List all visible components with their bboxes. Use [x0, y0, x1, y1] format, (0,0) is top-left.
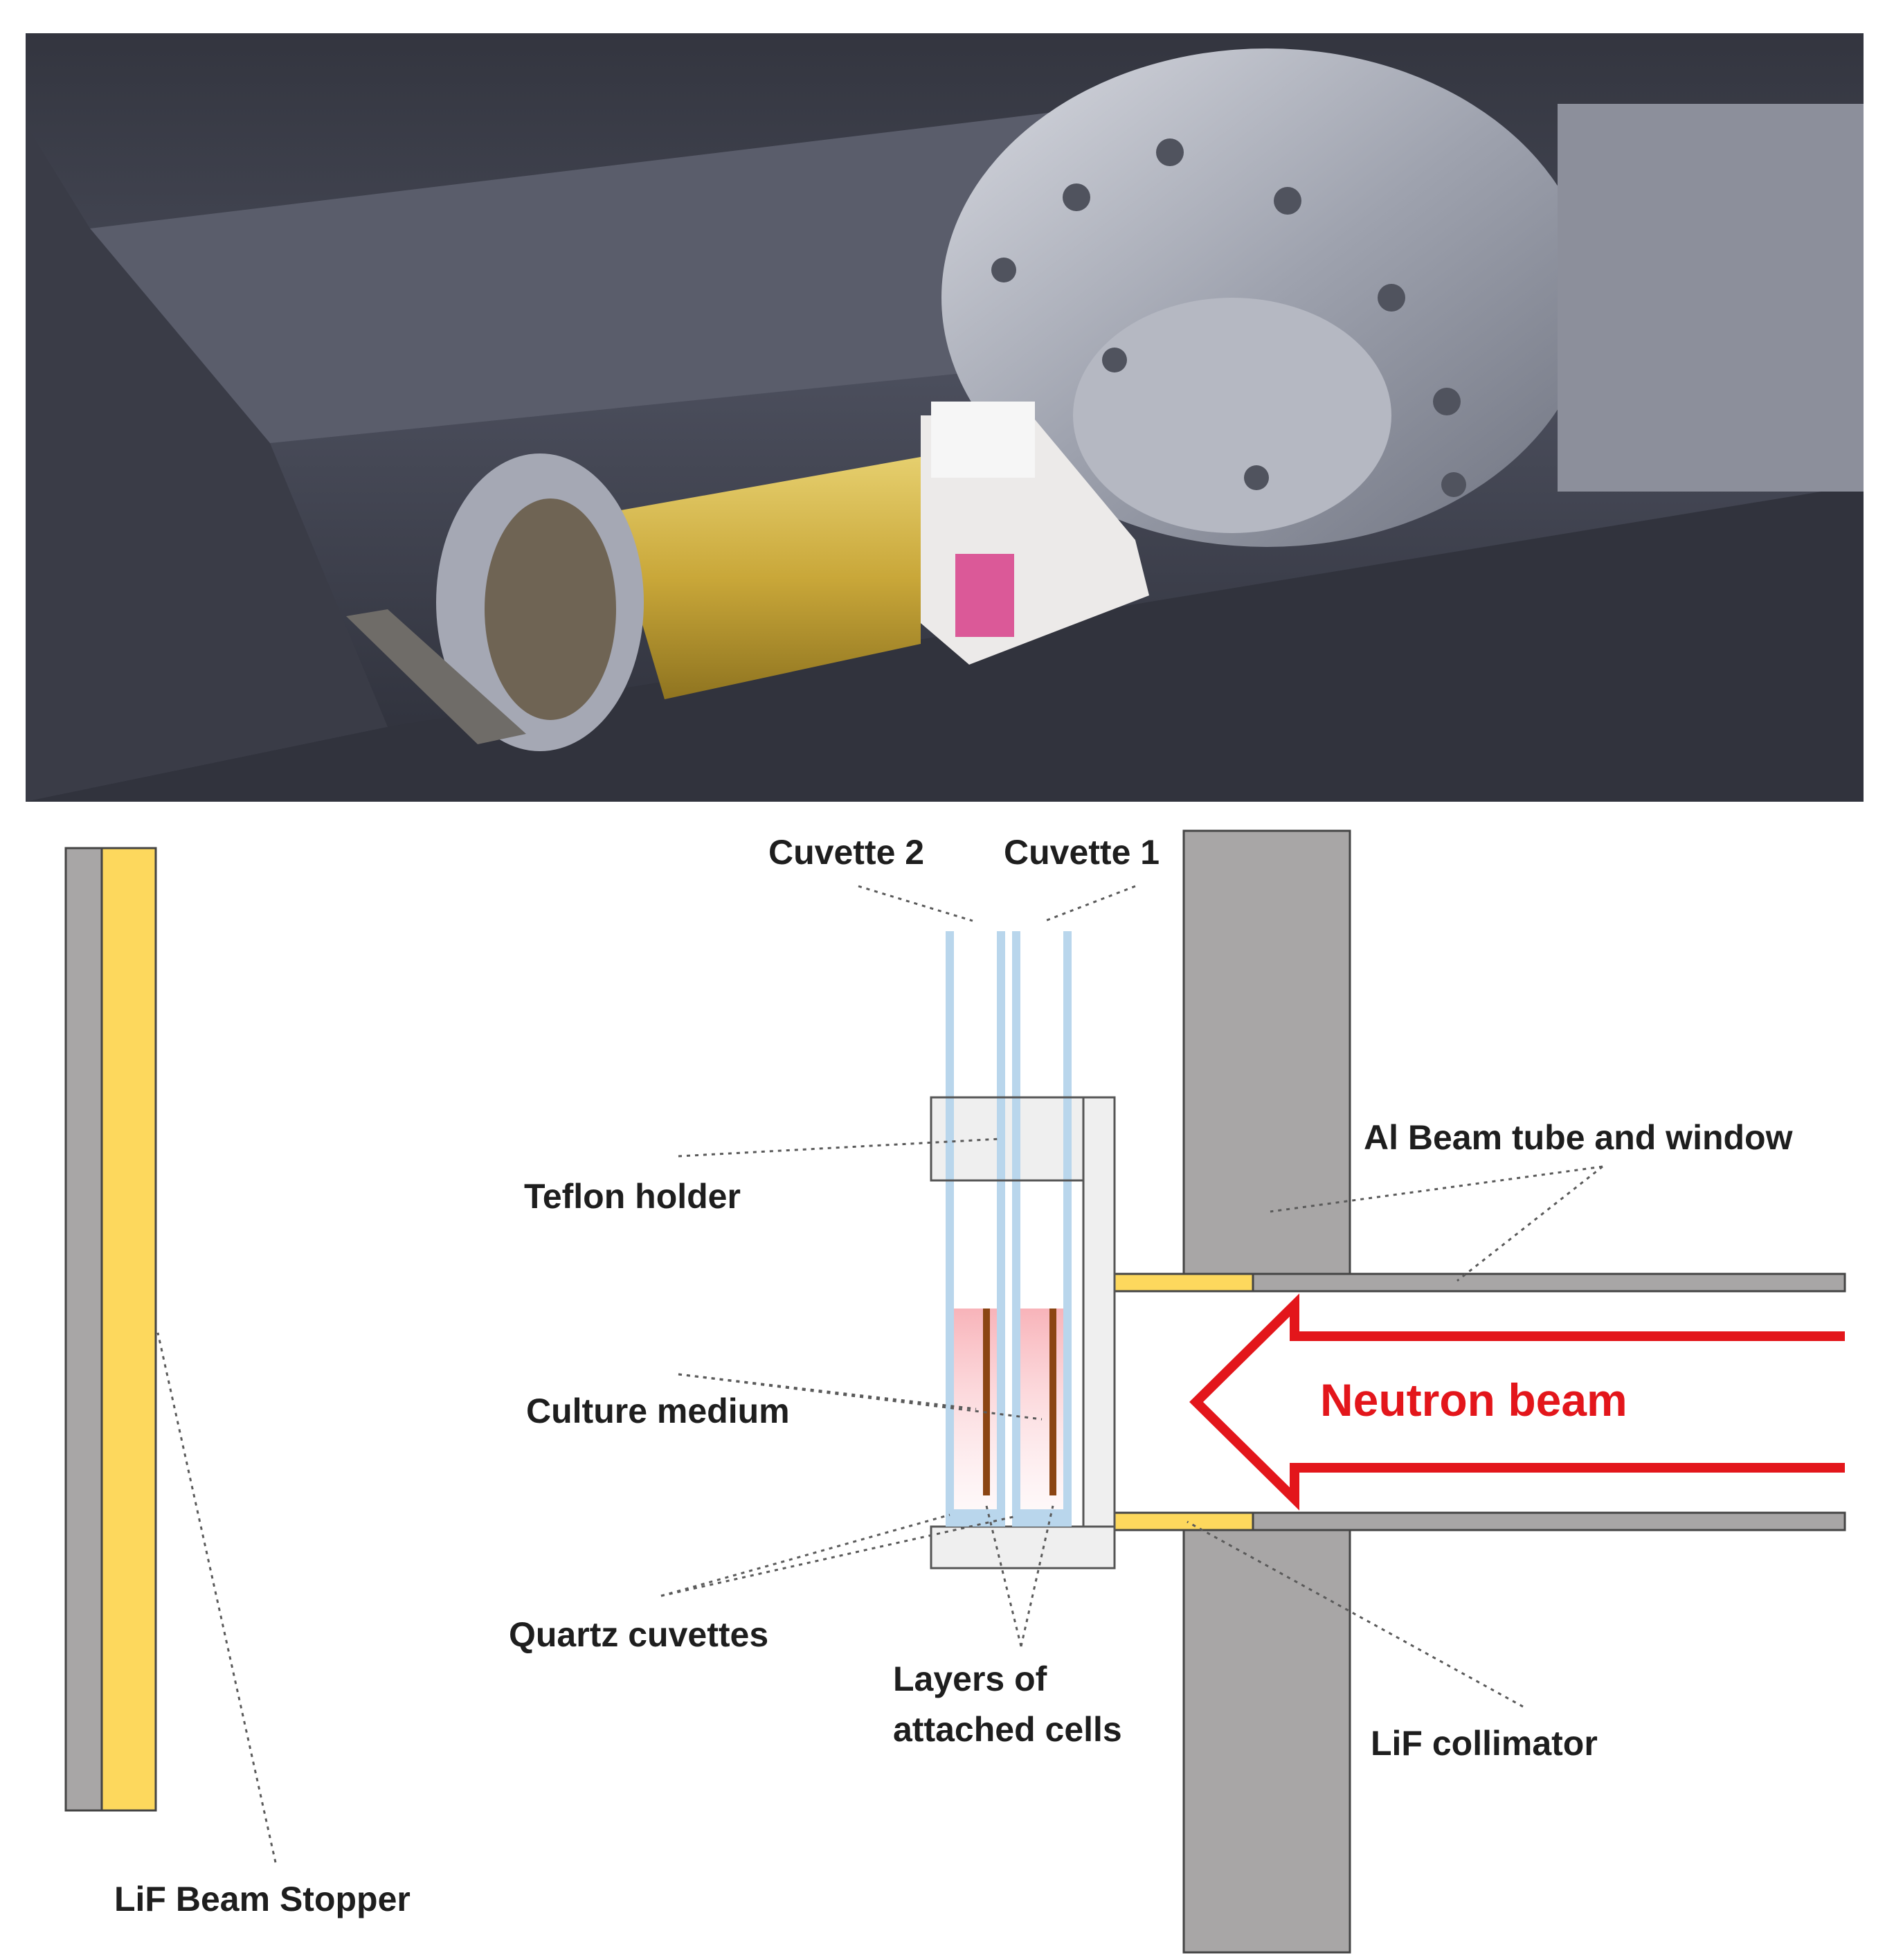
neutron-beam-arrow	[1189, 1293, 1845, 1511]
photo-flange-bolts	[991, 138, 1466, 497]
photo-back-block	[90, 107, 1094, 443]
leader-cuvette-1	[1045, 885, 1136, 922]
label-cuvette-2: Cuvette 2	[768, 833, 924, 872]
cuvette-2-wall-right	[997, 931, 1005, 1527]
label-cuvette-1: Cuvette 1	[1004, 833, 1160, 872]
cuvette-2-base	[946, 1509, 1005, 1527]
label-quartz-cuvettes: Quartz cuvettes	[509, 1615, 768, 1654]
label-neutron-beam: Neutron beam	[1320, 1374, 1627, 1426]
label-al-beam-tube: Al Beam tube and window	[1364, 1118, 1793, 1157]
label-teflon-holder: Teflon holder	[524, 1177, 741, 1216]
cuvette-2-cell-layer	[983, 1309, 990, 1495]
leader-cuvette-2	[858, 885, 973, 922]
leader-beam-stopper	[156, 1332, 277, 1863]
experimental-setup-photo	[26, 33, 1864, 802]
cuvette-1-wall-left	[1012, 931, 1020, 1527]
beam-stopper-lif-layer	[100, 847, 157, 1812]
teflon-holder-top-block	[930, 1096, 1085, 1182]
beam-tube-opening	[1087, 1291, 1845, 1513]
cuvette-2-wall-left	[946, 931, 954, 1527]
photo-stopper-ring-inner	[485, 498, 616, 720]
label-layers-line1: Layers of	[893, 1660, 1047, 1698]
photo-flange-inner	[1073, 298, 1391, 533]
beam-stopper-al-backing	[64, 847, 103, 1812]
label-lif-collimator: LiF collimator	[1371, 1724, 1598, 1763]
schematic-diagram: Cuvette 2 Cuvette 1 Al Beam tube and win…	[64, 829, 1846, 1954]
photo-pink-sample	[955, 554, 1014, 637]
tube-top-wall	[1252, 1273, 1846, 1293]
cuvette-2	[946, 931, 1005, 1527]
teflon-holder-bottom-block	[930, 1525, 1116, 1570]
leader-teflon-holder	[678, 1138, 1001, 1158]
label-layers-line2: attached cells	[893, 1710, 1122, 1749]
cuvette-1-wall-right	[1063, 931, 1072, 1527]
teflon-holder-top-outline	[930, 1096, 1085, 1182]
label-lif-beam-stopper: LiF Beam Stopper	[114, 1880, 411, 1918]
leader-quartz-2	[660, 1515, 1017, 1597]
leader-quartz-1	[660, 1513, 950, 1597]
photo-beam-tube	[1558, 104, 1864, 492]
leader-medium-2	[678, 1373, 1043, 1421]
cuvette-1-cell-layer	[1049, 1309, 1056, 1495]
tube-bottom-wall	[1252, 1511, 1846, 1531]
leader-al-wall	[1270, 1165, 1603, 1213]
leader-lif-collimator	[1187, 1520, 1524, 1708]
label-culture-medium: Culture medium	[526, 1392, 790, 1430]
leader-al-tube	[1456, 1165, 1603, 1282]
leader-lines	[156, 885, 1603, 1863]
teflon-holder-side-bar	[1082, 1096, 1116, 1570]
cuvette-1	[1012, 931, 1072, 1527]
photo-plank	[346, 609, 526, 744]
photo-left-block	[26, 125, 388, 802]
photo-cuvette-block	[931, 402, 1035, 478]
photo-brass-collimator	[609, 457, 921, 699]
cuvette-1-base	[1012, 1509, 1072, 1527]
cuvette-1-medium	[1020, 1309, 1063, 1509]
